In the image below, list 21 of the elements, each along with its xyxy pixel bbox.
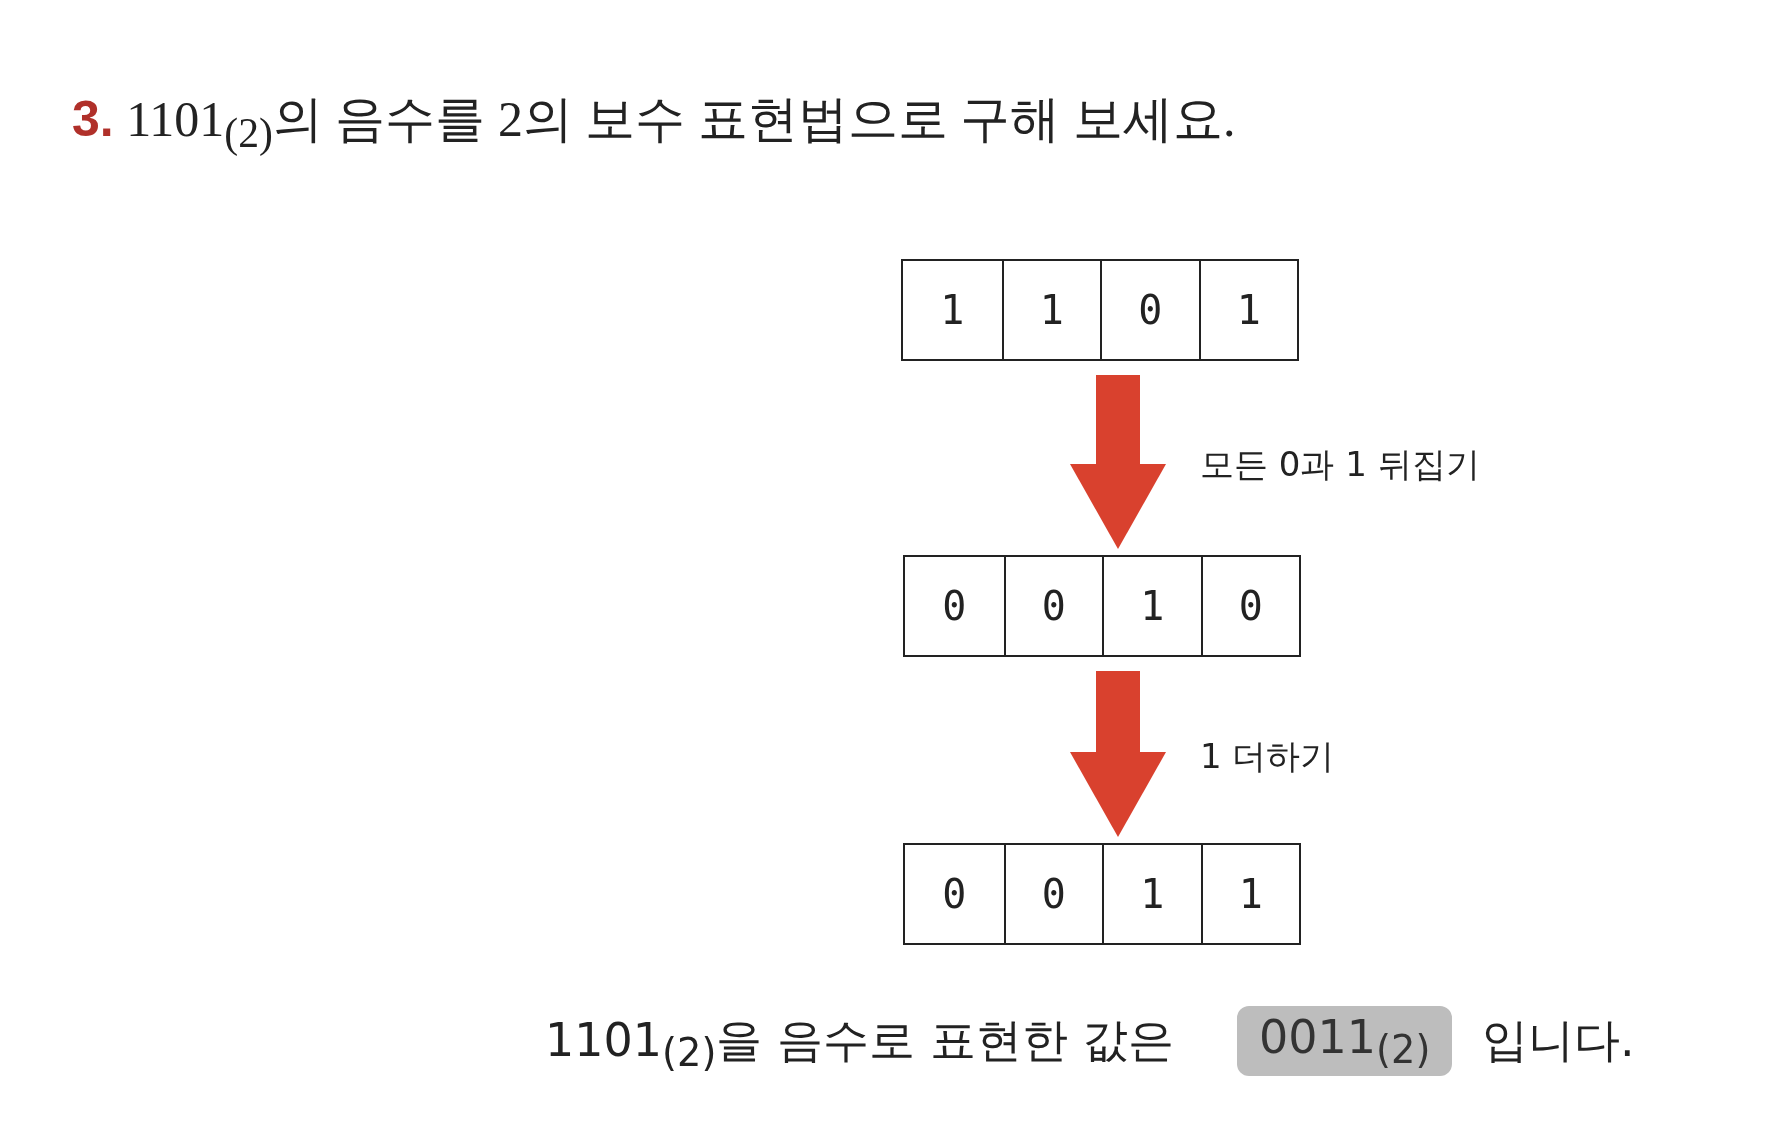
digit-cell: 1 <box>1198 261 1297 359</box>
digit-cell: 0 <box>1100 261 1199 359</box>
title: 3. 1101$_{(2)}$의 음수를 2의 보수 표현법으로 구해 보세요. <box>72 90 1236 157</box>
sentence-text: 입니다. <box>1482 1012 1635 1069</box>
digit-cell: 1 <box>1102 557 1201 655</box>
digit-cell: 0 <box>1200 557 1299 655</box>
digit-cell: 1 <box>903 261 1002 359</box>
digit-cell: 0 <box>1003 557 1102 655</box>
arrow <box>1070 671 1166 837</box>
digit-cell: 0 <box>1003 845 1102 943</box>
bit-row <box>903 555 1301 657</box>
arrow <box>1070 375 1166 549</box>
digit-cell: 1 <box>1001 261 1100 359</box>
bit-row <box>901 259 1299 361</box>
digit-cell: 1 <box>1102 845 1201 943</box>
answer-box: 0011$_{(2)}$ <box>1237 1006 1453 1077</box>
digit-cell: 0 <box>905 845 1004 943</box>
digit-cell: 1 <box>1200 845 1299 943</box>
bit-row <box>903 843 1301 945</box>
digit-cell: 0 <box>905 557 1004 655</box>
sentence-text: 1101$_{(2)}$을 음수로 표현한 값은 <box>545 1012 1175 1076</box>
